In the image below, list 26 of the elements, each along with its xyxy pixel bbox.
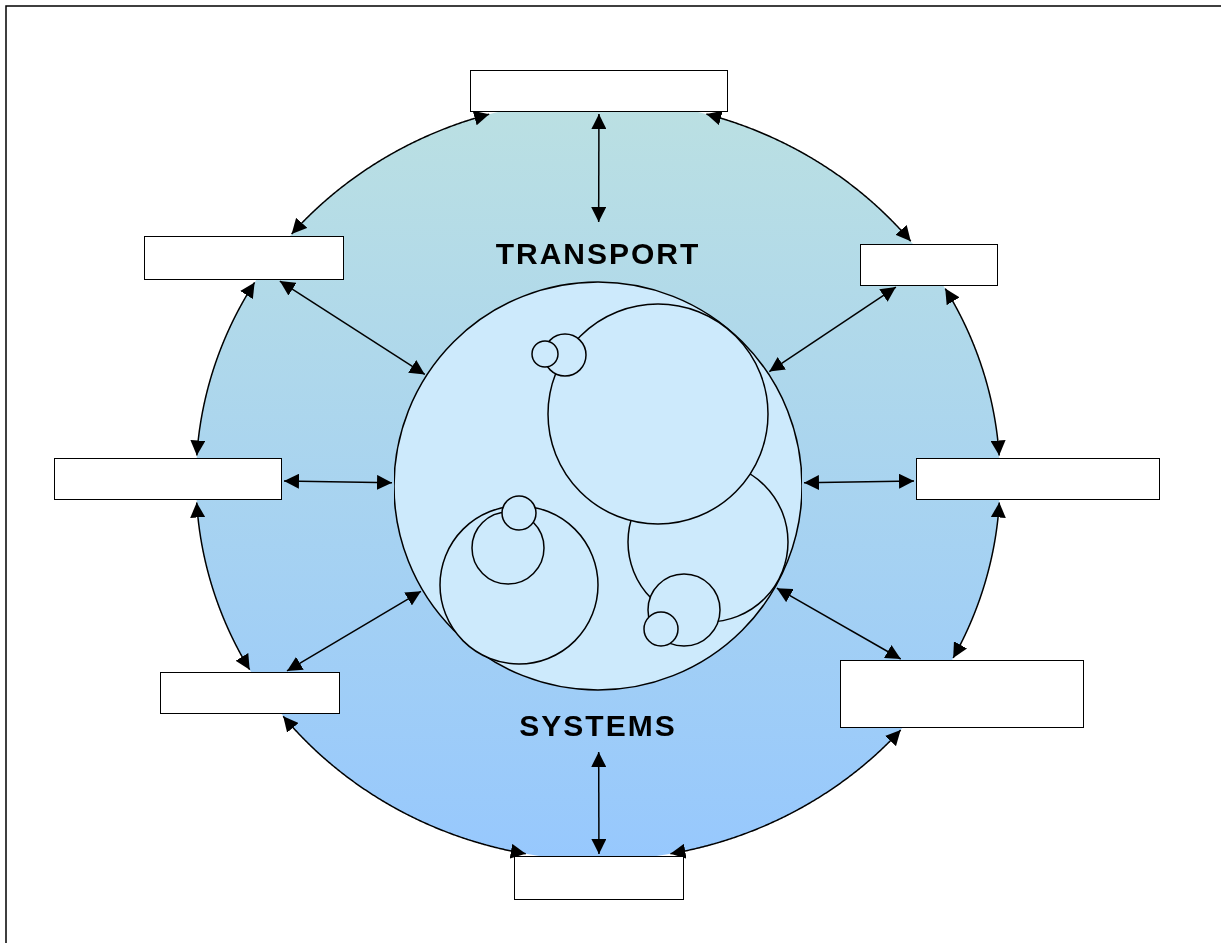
empty-box bbox=[144, 236, 344, 280]
empty-box bbox=[916, 458, 1160, 500]
double-arrow bbox=[776, 587, 902, 660]
empty-box bbox=[470, 70, 728, 112]
double-arrow bbox=[190, 501, 251, 671]
double-arrow bbox=[944, 287, 1006, 457]
empty-box bbox=[54, 458, 282, 500]
double-arrow bbox=[591, 113, 607, 223]
double-arrow bbox=[286, 590, 422, 672]
double-arrow bbox=[768, 286, 897, 373]
empty-box bbox=[160, 672, 340, 714]
double-arrow bbox=[290, 110, 490, 235]
subheading-text: SYSTEMS bbox=[519, 708, 677, 744]
double-arrow bbox=[669, 729, 902, 859]
empty-box bbox=[514, 856, 684, 900]
double-arrow bbox=[705, 110, 912, 242]
double-arrow bbox=[952, 501, 1006, 659]
heading-text: TRANSPORT bbox=[495, 236, 701, 272]
empty-box bbox=[860, 244, 998, 286]
double-arrow bbox=[283, 473, 393, 490]
double-arrow bbox=[591, 751, 607, 855]
double-arrow bbox=[279, 280, 426, 376]
double-arrow bbox=[282, 715, 527, 859]
empty-box bbox=[840, 660, 1084, 728]
double-arrow bbox=[803, 473, 915, 490]
double-arrow bbox=[190, 281, 256, 457]
